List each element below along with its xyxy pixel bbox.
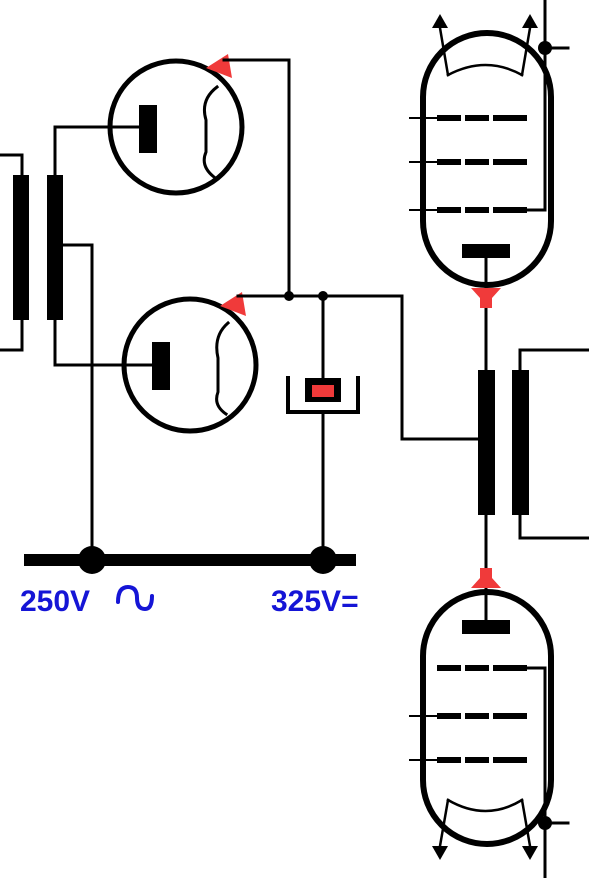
input-transformer <box>0 125 127 560</box>
rectifier-tube-upper <box>106 54 291 298</box>
supply-bus <box>24 546 356 574</box>
rectifier-tube-lower <box>121 292 404 434</box>
dc-voltage-label: 325V= <box>271 585 359 618</box>
output-transformer <box>478 294 589 587</box>
cathode-marker-lower <box>471 568 501 588</box>
filter-capacitor <box>286 294 360 560</box>
cathode-marker-upper <box>471 288 501 308</box>
power-tube-upper <box>409 0 570 308</box>
power-tube-lower <box>409 568 570 878</box>
ac-tilde-icon <box>116 584 154 612</box>
ac-voltage-label: 250V <box>20 585 91 618</box>
junction-dot <box>284 291 294 301</box>
bus-node-dc <box>309 546 337 574</box>
anode-marker-lower <box>220 292 246 316</box>
bus-node-ac <box>78 546 106 574</box>
